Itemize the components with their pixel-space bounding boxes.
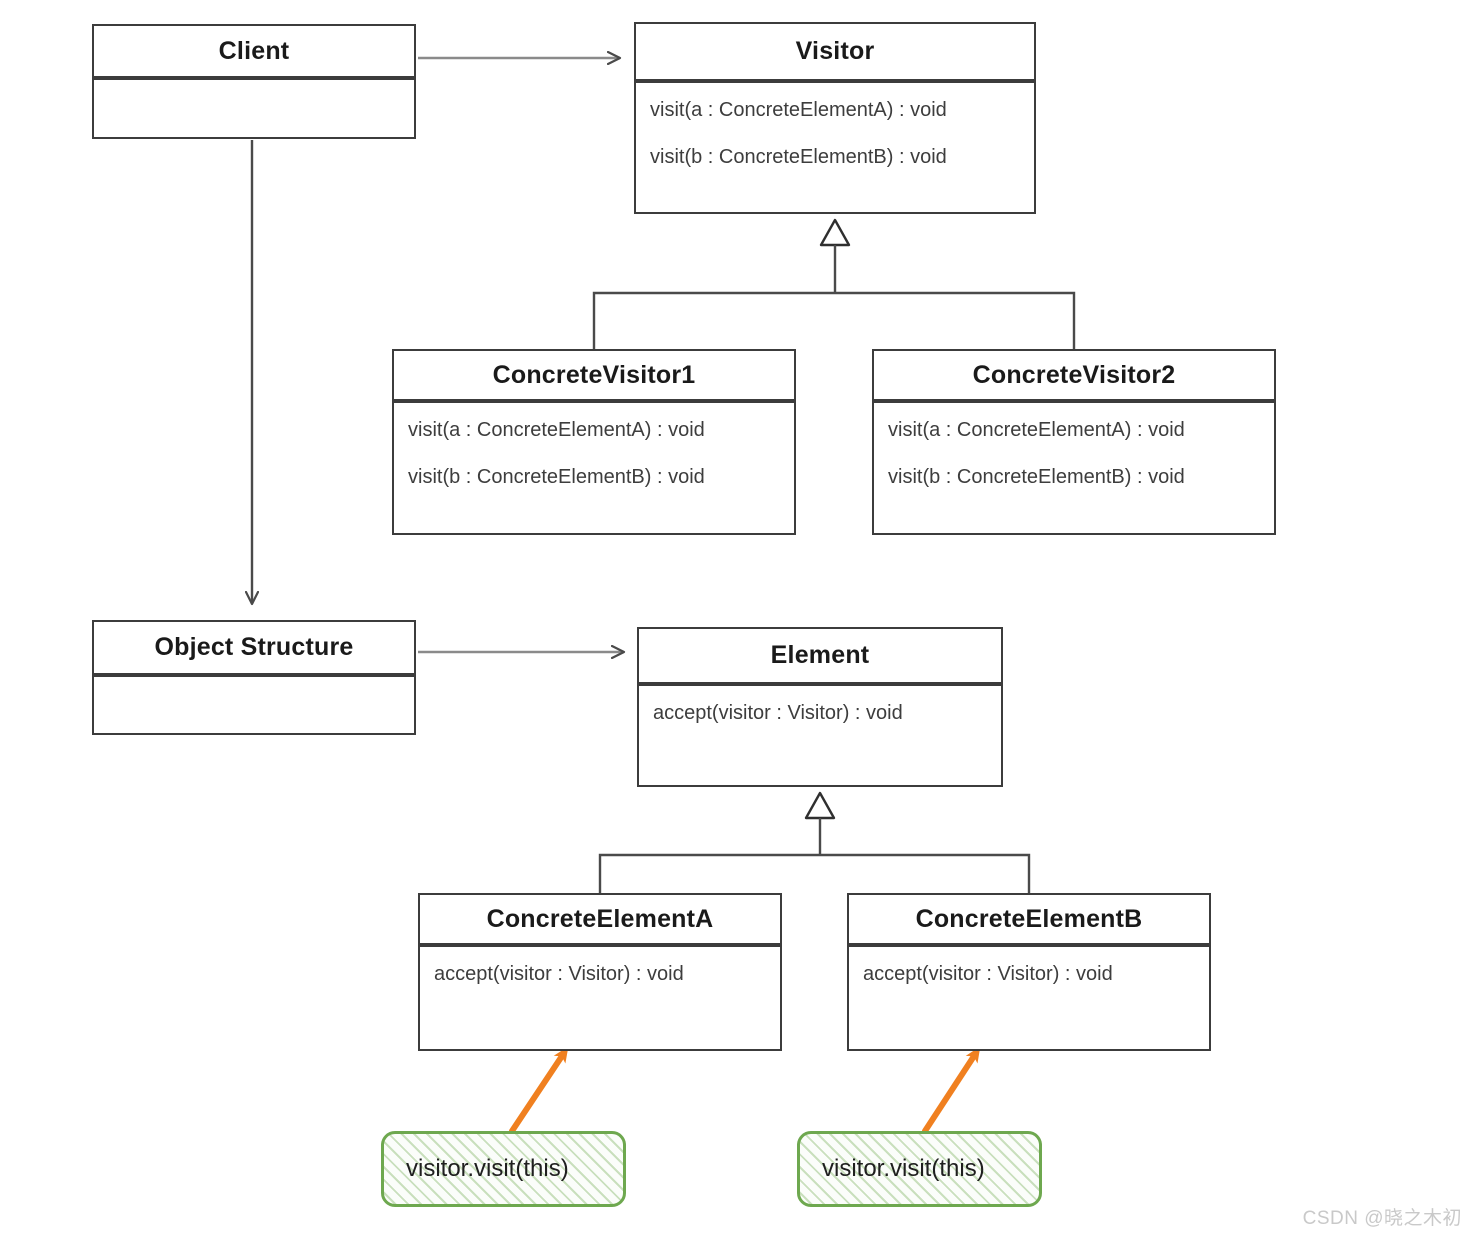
watermark: CSDN @晓之木初	[1302, 1208, 1462, 1229]
annotation-arrow-to-concrete-element-a	[509, 1046, 569, 1134]
uml-class-visitor[interactable]: Visitor visit(a : ConcreteElementA) : vo…	[634, 22, 1036, 214]
uml-member: accept(visitor : Visitor) : void	[653, 702, 903, 724]
uml-class-client[interactable]: Client	[92, 24, 416, 139]
note-visitor-visit-this-a[interactable]: visitor.visit(this)	[381, 1131, 626, 1207]
uml-class-concrete-visitor-2-members: visit(a : ConcreteElementA) : void visit…	[874, 401, 1274, 533]
edge-concrete-visitors-to-visitor	[592, 218, 1076, 349]
uml-class-concrete-visitor-1-members: visit(a : ConcreteElementA) : void visit…	[394, 401, 794, 533]
note-visitor-visit-this-b[interactable]: visitor.visit(this)	[797, 1131, 1042, 1207]
uml-member: visit(a : ConcreteElementA) : void	[408, 419, 705, 441]
uml-member: accept(visitor : Visitor) : void	[863, 963, 1113, 985]
annotation-arrow-to-concrete-element-b	[922, 1046, 981, 1134]
uml-class-element-members: accept(visitor : Visitor) : void	[639, 684, 1001, 785]
uml-class-concrete-element-a[interactable]: ConcreteElementA accept(visitor : Visito…	[418, 893, 782, 1051]
uml-class-element[interactable]: Element accept(visitor : Visitor) : void	[637, 627, 1003, 787]
uml-class-element-title: Element	[639, 629, 1001, 684]
uml-class-concrete-element-b-members: accept(visitor : Visitor) : void	[849, 945, 1209, 1049]
uml-member: visit(b : ConcreteElementB) : void	[888, 466, 1185, 488]
uml-class-concrete-visitor-2-title: ConcreteVisitor2	[874, 351, 1274, 401]
uml-member: visit(b : ConcreteElementB) : void	[408, 466, 705, 488]
uml-member: visit(b : ConcreteElementB) : void	[650, 146, 947, 168]
edge-concrete-elements-to-element	[598, 791, 1031, 893]
uml-member: visit(a : ConcreteElementA) : void	[650, 99, 947, 121]
uml-class-client-members	[94, 78, 414, 137]
uml-class-concrete-element-a-title: ConcreteElementA	[420, 895, 780, 945]
uml-class-visitor-members: visit(a : ConcreteElementA) : void visit…	[636, 81, 1034, 212]
uml-class-object-structure-members	[94, 675, 414, 733]
uml-class-concrete-element-b[interactable]: ConcreteElementB accept(visitor : Visito…	[847, 893, 1211, 1051]
uml-class-object-structure-title: Object Structure	[94, 622, 414, 675]
uml-member: accept(visitor : Visitor) : void	[434, 963, 684, 985]
uml-class-visitor-title: Visitor	[636, 24, 1034, 81]
uml-class-concrete-element-a-members: accept(visitor : Visitor) : void	[420, 945, 780, 1049]
note-label: visitor.visit(this)	[406, 1155, 569, 1182]
note-label: visitor.visit(this)	[822, 1155, 985, 1182]
uml-class-concrete-element-b-title: ConcreteElementB	[849, 895, 1209, 945]
uml-class-concrete-visitor-1-title: ConcreteVisitor1	[394, 351, 794, 401]
uml-member: visit(a : ConcreteElementA) : void	[888, 419, 1185, 441]
uml-class-client-title: Client	[94, 26, 414, 78]
uml-class-concrete-visitor-2[interactable]: ConcreteVisitor2 visit(a : ConcreteEleme…	[872, 349, 1276, 535]
uml-class-concrete-visitor-1[interactable]: ConcreteVisitor1 visit(a : ConcreteEleme…	[392, 349, 796, 535]
uml-class-object-structure[interactable]: Object Structure	[92, 620, 416, 735]
